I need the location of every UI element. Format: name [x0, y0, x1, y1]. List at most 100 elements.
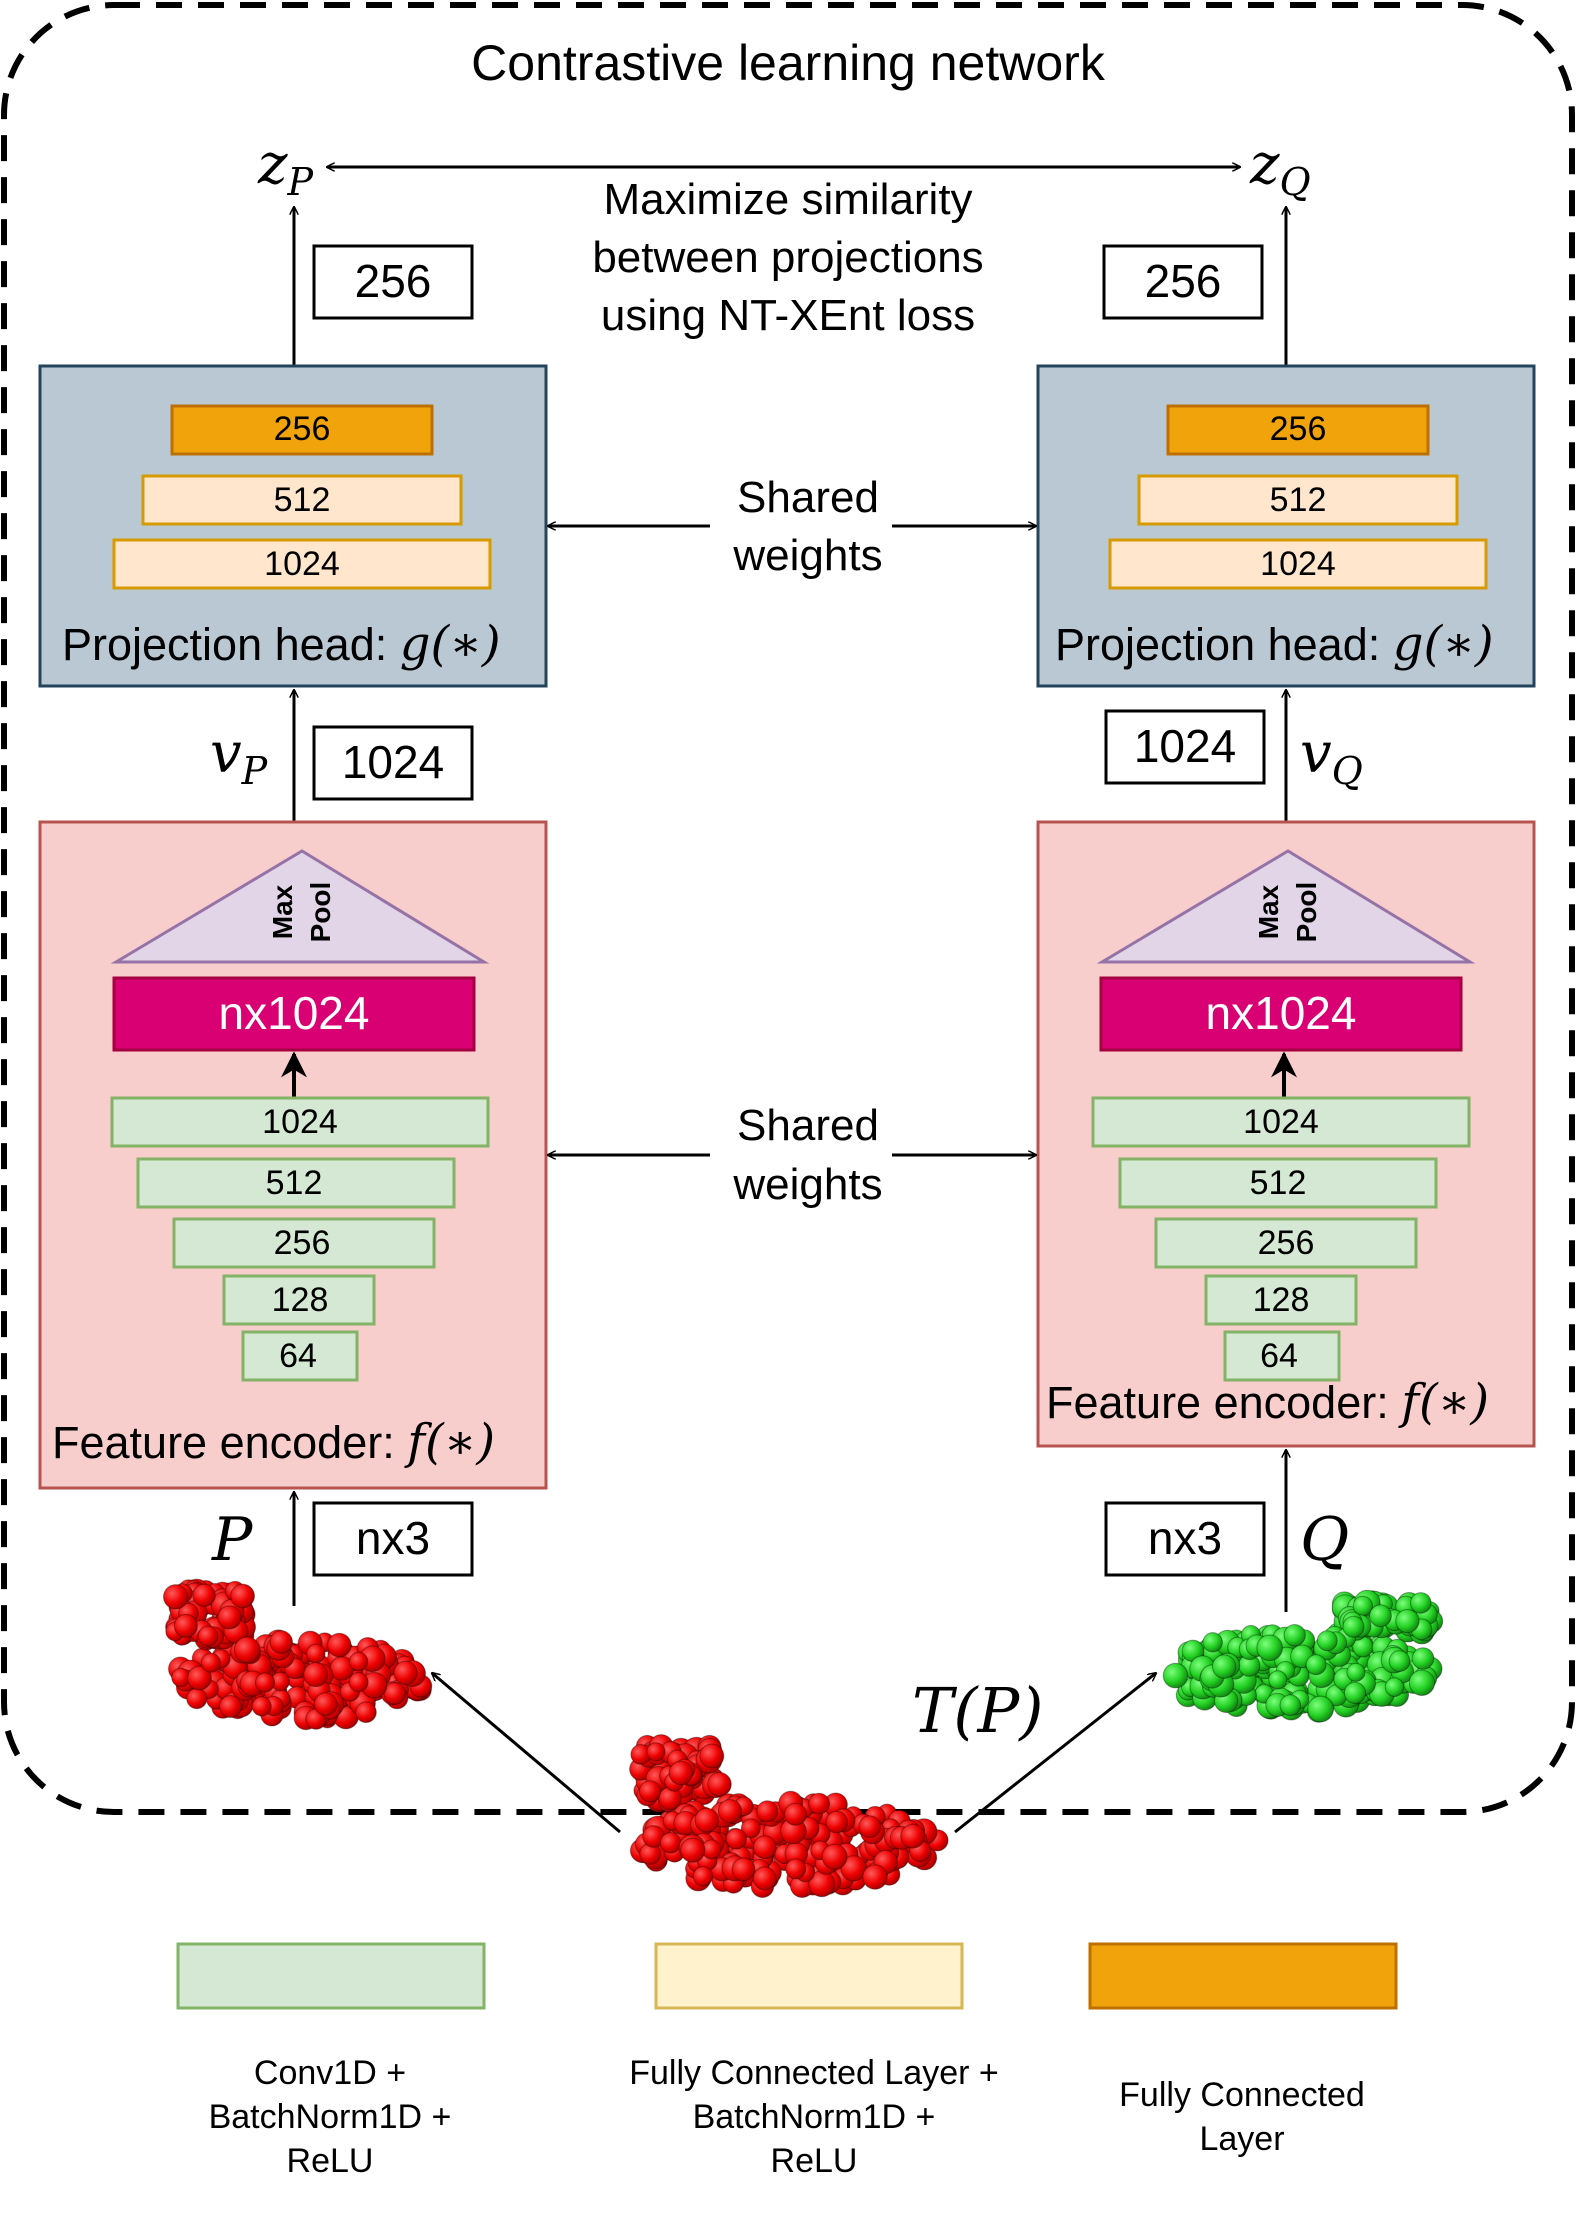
- point: [699, 1743, 725, 1769]
- point: [306, 1643, 326, 1664]
- right-proj-layer-256-label: 256: [1270, 410, 1327, 448]
- left-input-label: P: [211, 1505, 254, 1575]
- right-feature-vector-label: vQ: [1300, 721, 1363, 793]
- right-output-dim: 256: [1145, 255, 1222, 307]
- right-output-dim-box: [1102, 244, 1264, 320]
- legend-fc-line-1: Fully Connected: [1119, 2076, 1365, 2114]
- legend-swatch-conv: [176, 1942, 486, 2010]
- point: [694, 1807, 720, 1833]
- point: [785, 1858, 807, 1880]
- left-max-pool-label-2: Pool: [305, 882, 336, 943]
- right-conv-layer-128-label: 128: [1253, 1281, 1310, 1319]
- point: [173, 1613, 198, 1638]
- left-proj-layer-256: [170, 404, 434, 456]
- point: [756, 1800, 779, 1823]
- point: [1384, 1677, 1405, 1697]
- augment-arrow-to-q: [954, 1673, 1156, 1834]
- left-input-dim: nx3: [356, 1512, 430, 1564]
- right-conv-layer-512: [1118, 1157, 1438, 1209]
- right-input-dim: nx3: [1148, 1512, 1222, 1564]
- point: [186, 1688, 208, 1710]
- point: [1305, 1654, 1327, 1676]
- point: [808, 1792, 830, 1815]
- point: [825, 1810, 849, 1834]
- left-max-pool-label-1: Max: [267, 884, 298, 939]
- point: [219, 1695, 242, 1718]
- point: [725, 1828, 747, 1850]
- left-conv-layer-256: [172, 1217, 436, 1269]
- shared-weights-bottom-line-1: Shared: [737, 1101, 879, 1150]
- augment-arrow-to-p: [432, 1673, 621, 1834]
- point: [1279, 1694, 1302, 1716]
- point: [1411, 1647, 1435, 1670]
- left-conv-layer-128-label: 128: [272, 1281, 329, 1319]
- point: [1410, 1592, 1432, 1614]
- shared-weights-bottom-line-2: weights: [732, 1160, 882, 1209]
- left-proj-layer-512: [141, 474, 463, 526]
- point: [659, 1832, 682, 1854]
- point: [233, 1636, 261, 1664]
- left-conv-layer-64-label: 64: [279, 1337, 317, 1375]
- left-feature-dim-box: [312, 725, 474, 801]
- point: [313, 1692, 338, 1716]
- legend-fc-bn-relu-line-2: BatchNorm1D +: [693, 2098, 936, 2136]
- legend-conv-line-2: BatchNorm1D +: [209, 2098, 452, 2136]
- objective-line-2: between projections: [592, 233, 983, 282]
- point: [680, 1837, 706, 1863]
- point-cloud-p: [163, 1578, 433, 1731]
- network-title: Contrastive learning network: [471, 35, 1106, 91]
- left-feature-vector-label: vP: [210, 721, 269, 793]
- point: [255, 1672, 275, 1693]
- point: [1408, 1669, 1436, 1697]
- right-aggregate-label: nx1024: [1206, 987, 1357, 1039]
- right-projection-head-caption: Projection head: g(∗): [1055, 616, 1494, 672]
- right-conv-layer-512-label: 512: [1250, 1164, 1307, 1202]
- point: [348, 1651, 369, 1672]
- point: [784, 1802, 807, 1826]
- right-conv-layer-64-label: 64: [1260, 1337, 1298, 1375]
- point: [200, 1652, 221, 1673]
- point: [1369, 1604, 1392, 1628]
- legend-fc-bn-relu-line-3: ReLU: [771, 2142, 858, 2180]
- point: [753, 1835, 777, 1860]
- point: [393, 1660, 418, 1686]
- right-aggregate-layer: [1099, 976, 1463, 1052]
- right-input-label: Q: [1300, 1505, 1349, 1575]
- point: [251, 1696, 272, 1717]
- objective-line-3: using NT-XEnt loss: [601, 291, 975, 340]
- point: [707, 1772, 732, 1797]
- right-input-dim-box: [1104, 1501, 1266, 1577]
- point: [327, 1632, 352, 1658]
- legend-fc-line-2: Layer: [1199, 2120, 1284, 2158]
- point: [1395, 1609, 1420, 1634]
- left-proj-layer-256-label: 256: [274, 410, 331, 448]
- point: [187, 1665, 212, 1691]
- point: [1202, 1632, 1223, 1653]
- right-proj-layer-1024: [1108, 538, 1488, 590]
- point: [1162, 1662, 1189, 1689]
- right-conv-layer-64: [1223, 1330, 1341, 1382]
- left-output-dim: 256: [355, 255, 432, 307]
- left-aggregate-label: nx1024: [219, 987, 370, 1039]
- point: [1283, 1624, 1306, 1647]
- legend-conv-line-1: Conv1D +: [254, 2054, 406, 2092]
- left-projection-output-label: zP: [257, 132, 315, 204]
- right-branch: zQ 256 256 512 1024 Projection head: g(∗…: [1036, 132, 1536, 1612]
- point: [217, 1605, 242, 1630]
- left-conv-layer-512-label: 512: [266, 1164, 323, 1202]
- legend-swatch-fc: [1088, 1942, 1398, 2010]
- left-projection-head-caption: Projection head: g(∗): [62, 616, 501, 672]
- legend-swatch-fc-bn-relu: [654, 1942, 964, 2010]
- right-feature-dim: 1024: [1134, 720, 1236, 772]
- right-feature-encoder-caption: Feature encoder: f(∗): [1046, 1374, 1489, 1430]
- right-feature-dim-box: [1104, 709, 1266, 785]
- point: [1256, 1634, 1283, 1662]
- point: [163, 1584, 189, 1610]
- point-cloud-q: [1162, 1589, 1444, 1723]
- point: [1212, 1654, 1237, 1679]
- point: [668, 1760, 694, 1786]
- left-proj-layer-1024-label: 1024: [264, 545, 340, 583]
- right-max-pool-label-2: Pool: [1291, 882, 1322, 943]
- right-proj-layer-512: [1137, 474, 1459, 526]
